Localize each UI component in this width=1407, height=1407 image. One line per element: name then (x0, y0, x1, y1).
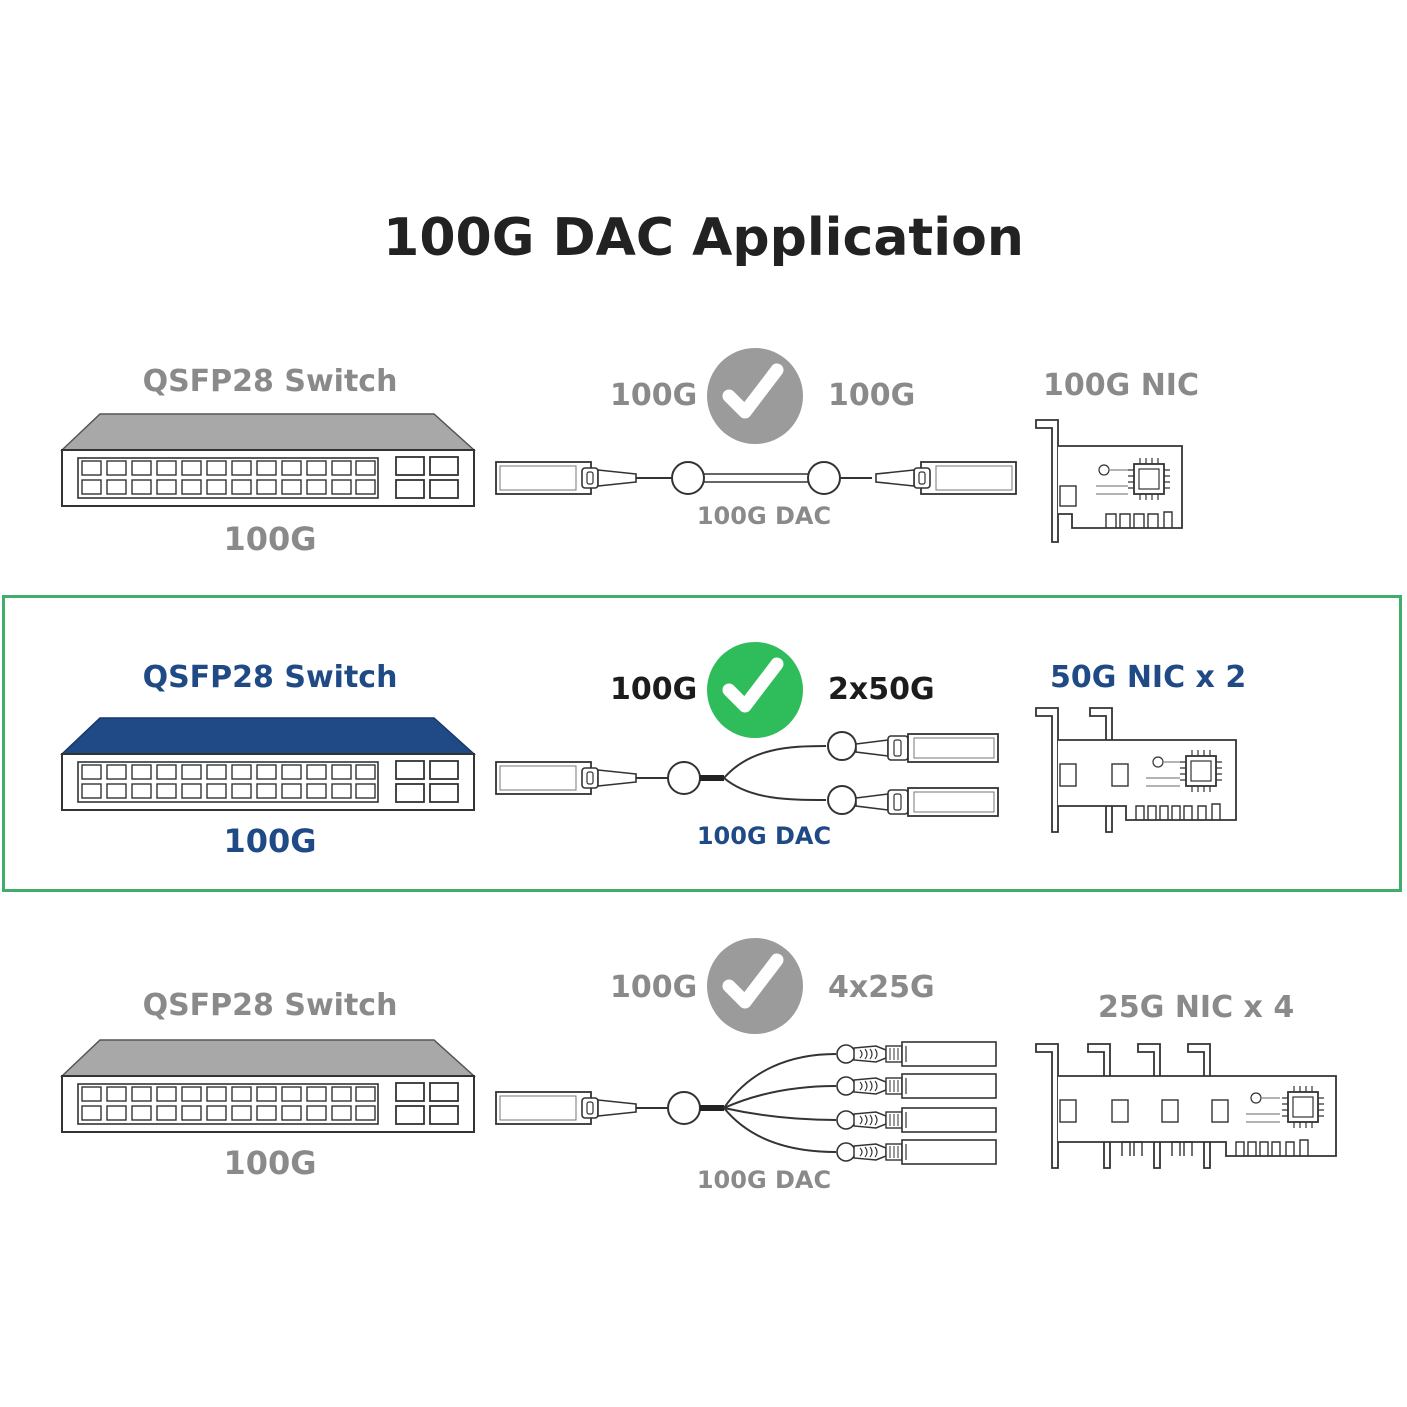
switch-speed: 100G (223, 520, 317, 558)
nic-label: 100G NIC (1043, 368, 1199, 403)
switch-label: QSFP28 Switch (142, 660, 398, 695)
check-icon (707, 642, 803, 738)
dac-cable-straight (495, 461, 1017, 495)
nic-card-dual (1035, 707, 1237, 833)
nic-card-quad (1035, 1043, 1337, 1169)
check-icon (707, 938, 803, 1034)
row-2 (60, 642, 1237, 833)
page-title: 100G DAC Application (383, 208, 1024, 268)
cable-label: 100G DAC (696, 502, 832, 530)
switch-icon (60, 413, 476, 507)
nic-label: 25G NIC x 4 (1098, 990, 1295, 1025)
switch-speed: 100G (223, 822, 317, 860)
highlight-frame (2, 595, 1402, 892)
right-speed: 100G (828, 378, 916, 413)
switch-icon (60, 717, 476, 811)
left-speed: 100G (610, 672, 698, 707)
switch-speed: 100G (223, 1144, 317, 1182)
switch-label: QSFP28 Switch (142, 988, 398, 1023)
cable-label: 100G DAC (696, 822, 832, 850)
switch-label: QSFP28 Switch (142, 364, 398, 399)
nic-label: 50G NIC x 2 (1050, 660, 1247, 695)
row-3 (60, 938, 1337, 1169)
nic-card (1035, 419, 1183, 543)
cable-label: 100G DAC (696, 1166, 832, 1194)
check-icon (707, 348, 803, 444)
left-speed: 100G (610, 378, 698, 413)
row-1 (60, 348, 1183, 543)
right-speed: 4x25G (828, 970, 935, 1005)
left-speed: 100G (610, 970, 698, 1005)
dac-cable-breakout-2 (495, 731, 999, 817)
dac-cable-breakout-4 (495, 1041, 997, 1165)
right-speed: 2x50G (828, 672, 935, 707)
switch-icon (60, 1039, 476, 1133)
